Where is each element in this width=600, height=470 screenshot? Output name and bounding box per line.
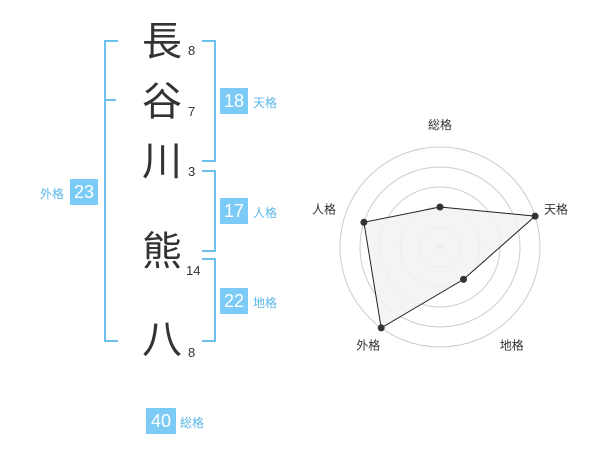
stroke-count-3: 3 xyxy=(188,164,196,179)
gaikaku-score-badge: 23 xyxy=(70,179,98,205)
tenkaku-label: 天格 xyxy=(253,96,278,110)
radar-axis-label-3: 地格 xyxy=(500,338,524,353)
radar-point-3 xyxy=(460,275,467,283)
radar-axis-label-4: 外格 xyxy=(356,338,380,353)
gaikaku-bracket xyxy=(104,40,118,342)
name-char-3: 川 xyxy=(142,139,182,185)
radar-axis-label-5: 人格 xyxy=(312,201,336,216)
radar-polygon-layer xyxy=(363,206,537,329)
radar-points xyxy=(360,203,539,332)
radar-ring-4 xyxy=(359,166,521,328)
tenkaku-bracket xyxy=(202,40,216,162)
radar-point-1 xyxy=(436,203,444,211)
jinkaku-score-badge: 17 xyxy=(220,198,248,224)
gaikaku-bracket-inner-tick xyxy=(104,99,116,101)
tenkaku-score-badge: 18 xyxy=(220,88,248,114)
stroke-count-4: 14 xyxy=(186,263,201,278)
radar-ring-5 xyxy=(339,146,541,348)
soukaku-label: 総格 xyxy=(180,416,205,430)
jinkaku-label: 人格 xyxy=(253,206,278,220)
stroke-count-5: 8 xyxy=(188,345,196,360)
radar-point-4 xyxy=(377,324,385,332)
name-char-1: 長 xyxy=(142,19,182,65)
radar-point-5 xyxy=(360,218,368,226)
name-char-4: 熊 xyxy=(142,229,182,275)
name-char-2: 谷 xyxy=(142,79,182,125)
jinkaku-bracket xyxy=(202,170,216,252)
stroke-count-2: 7 xyxy=(188,104,196,119)
chikaku-score-badge: 22 xyxy=(220,288,248,314)
soukaku-score-badge: 40 xyxy=(146,408,176,434)
stroke-count-1: 8 xyxy=(188,43,196,58)
chikaku-bracket xyxy=(202,258,216,342)
name-char-5: 八 xyxy=(142,317,182,363)
radar-axis-label-1: 総格 xyxy=(428,117,452,132)
chikaku-label: 地格 xyxy=(253,296,278,310)
radar-polygon xyxy=(363,206,537,329)
gaikaku-label: 外格 xyxy=(40,187,65,201)
radar-point-2 xyxy=(531,212,539,220)
radar-axis-label-2: 天格 xyxy=(544,201,568,216)
